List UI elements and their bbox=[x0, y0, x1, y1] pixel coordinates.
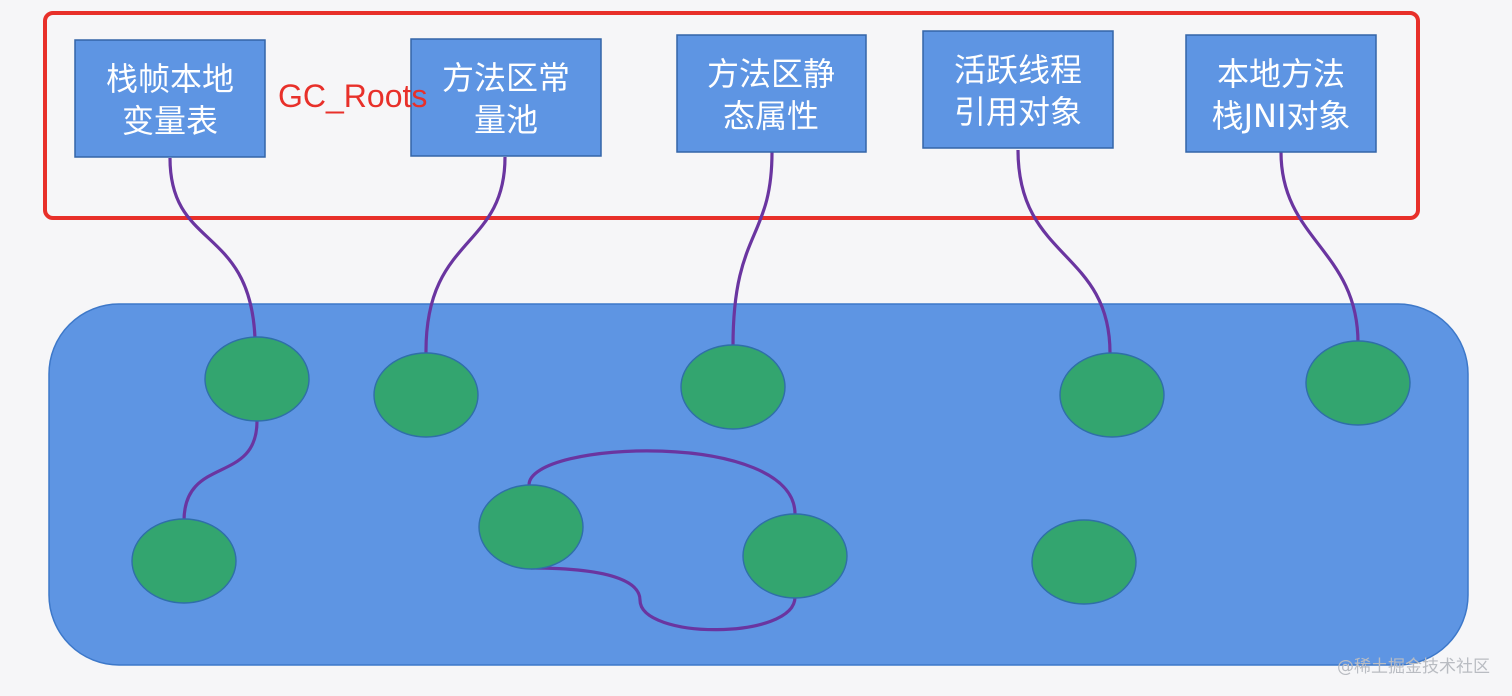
heap-object-7 bbox=[478, 484, 584, 570]
heap-object-9 bbox=[1031, 519, 1137, 605]
root-label-2-line1: 方法区常 bbox=[442, 59, 570, 97]
heap-object-4 bbox=[1059, 352, 1165, 438]
heap-object-2 bbox=[373, 352, 479, 438]
heap-object-5 bbox=[1305, 340, 1411, 426]
root-label-1-line2: 变量表 bbox=[122, 102, 218, 140]
reference-line-root4 bbox=[1016, 149, 1112, 354]
watermark-text: @稀土掘金技术社区 bbox=[1337, 657, 1490, 677]
root-label-5-line1: 本地方法 bbox=[1217, 55, 1345, 93]
reference-line-cycle-top bbox=[527, 449, 797, 515]
reference-line-cycle-bottom bbox=[530, 566, 797, 632]
heap-object-6 bbox=[131, 518, 237, 604]
root-label-3-line2: 态属性 bbox=[723, 97, 819, 135]
root-label-2-line2: 量池 bbox=[474, 101, 538, 139]
gc-roots-group-border bbox=[43, 11, 1420, 220]
root-label-3-line1: 方法区静 bbox=[707, 55, 835, 93]
root-box-1 bbox=[74, 39, 266, 158]
reference-line-root3 bbox=[731, 151, 774, 347]
heap-object-1 bbox=[204, 336, 310, 422]
root-label-5-line2: 栈JNI对象 bbox=[1212, 97, 1351, 135]
heap-object-3 bbox=[680, 344, 786, 430]
root-box-2 bbox=[410, 38, 602, 157]
root-box-3 bbox=[676, 34, 867, 153]
reference-line-root2 bbox=[424, 156, 507, 354]
root-label-4-line2: 引用对象 bbox=[954, 93, 1082, 131]
reference-line-root5 bbox=[1279, 151, 1360, 344]
root-box-4 bbox=[922, 30, 1114, 149]
gc-roots-label: GC_Roots bbox=[278, 78, 427, 114]
root-box-5 bbox=[1185, 34, 1377, 153]
heap-object-8 bbox=[742, 513, 848, 599]
reference-line-root1 bbox=[168, 157, 257, 339]
root-label-1-line1: 栈帧本地 bbox=[106, 60, 234, 98]
reference-line-obj1-obj6 bbox=[182, 420, 259, 522]
root-label-4-line1: 活跃线程 bbox=[954, 51, 1082, 89]
